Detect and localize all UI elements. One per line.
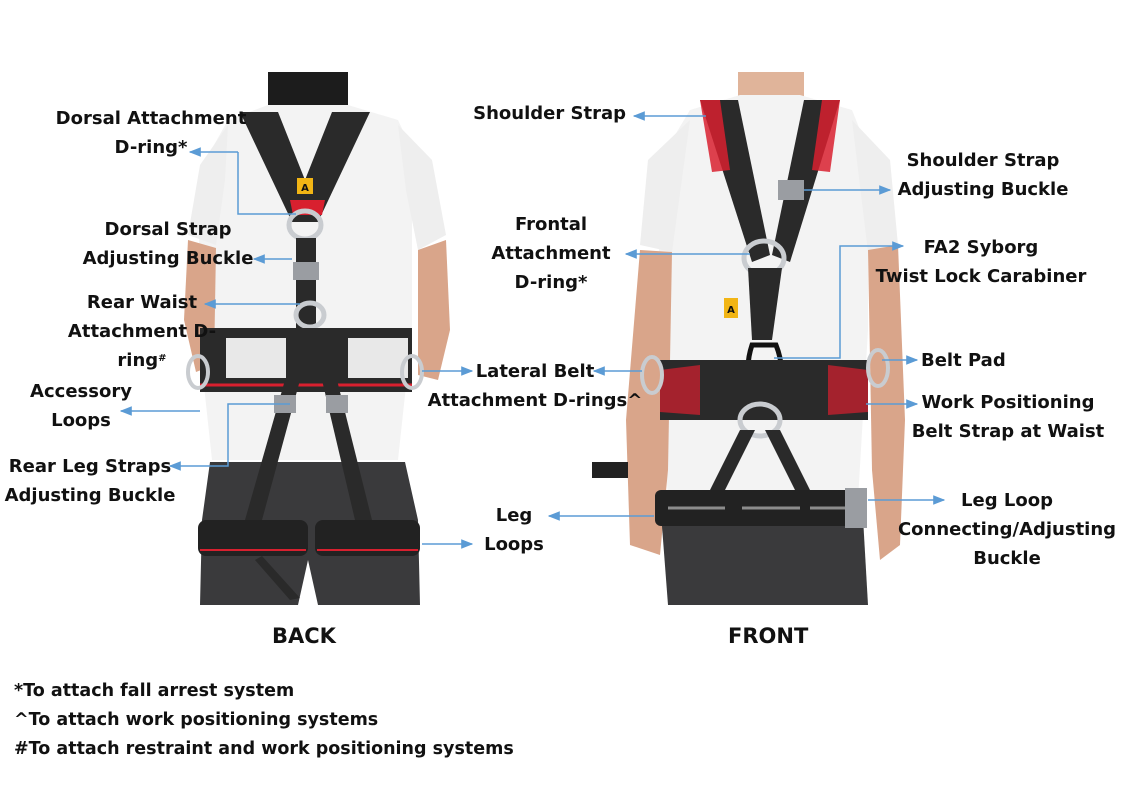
footnotes: *To attach fall arrest system ^To attach… (14, 677, 514, 764)
front-belt (660, 360, 868, 420)
label-leg-loop-buckle: Leg Loop Connecting/Adjusting Buckle (897, 490, 1117, 569)
arm-right-front (868, 245, 905, 560)
footnote-work-positioning: ^To attach work positioning systems (14, 710, 379, 730)
tag-back (297, 178, 313, 194)
label-shoulder-strap: Shoulder Strap (473, 103, 626, 124)
arrow-icon (774, 241, 905, 359)
arrow-icon (168, 403, 290, 471)
label-dorsal-strap: Dorsal Strap Adjusting Buckle (82, 219, 254, 269)
label-accessory-loops: Accessory Loops (30, 381, 132, 431)
label-work-positioning: Work Positioning Belt Strap at Waist (911, 392, 1105, 442)
harness-back-figure: A (184, 72, 450, 605)
label-dorsal-dring: Dorsal Attachment D-ring* (55, 108, 247, 158)
jeans-front (660, 500, 868, 605)
harness-front-figure: A (592, 72, 905, 605)
label-belt-pad: Belt Pad (921, 350, 1006, 371)
arm-right-back (418, 240, 450, 380)
label-shoulder-buckle: Shoulder Strap Adjusting Buckle (897, 150, 1069, 200)
callout-arrows (119, 111, 946, 549)
tag-letter-back: A (301, 183, 309, 194)
footnote-fall-arrest: *To attach fall arrest system (14, 681, 295, 701)
arm-left-front (626, 250, 672, 555)
label-lateral-belt: Lateral Belt Attachment D-rings^ (427, 361, 643, 411)
tag-letter-front: A (727, 305, 735, 316)
caption-back: BACK (272, 624, 336, 648)
label-frontal-dring: Frontal Attachment D-ring* (491, 214, 611, 293)
back-yoke (240, 112, 370, 222)
caption-front: FRONT (728, 624, 809, 648)
footnote-restraint: #To attach restraint and work positionin… (14, 739, 514, 759)
buckle-icon (293, 262, 319, 280)
label-rear-waist: Rear Waist Attachment D- ring# (67, 292, 217, 371)
label-carabiner: FA2 Syborg Twist Lock Carabiner (875, 237, 1087, 287)
watch-icon (592, 462, 628, 478)
label-rear-leg-straps: Rear Leg Straps Adjusting Buckle (4, 456, 176, 506)
label-leg-loops: Leg Loops (484, 505, 544, 555)
